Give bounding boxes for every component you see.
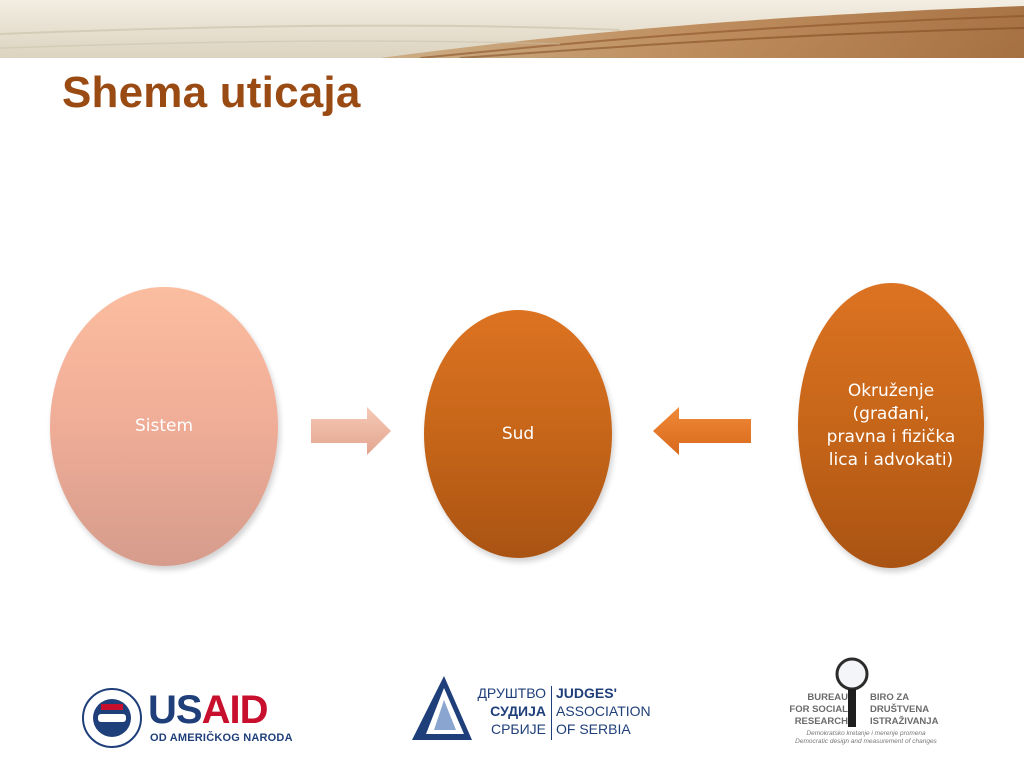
node-okruzenje-label: Okruženje (građani, pravna i fizička lic…	[826, 380, 956, 470]
bureau-tagline: Demokratsko kretanje i merenje promena D…	[795, 730, 937, 745]
judges-triangle-icon	[412, 676, 472, 740]
bureau-name-en: BUREAU FOR SOCIAL RESEARCH	[789, 692, 848, 727]
judges-association-logo: ДРУШТВО СУДИЈА СРБИЈЕ JUDGES' ASSOCIATIO…	[410, 674, 651, 744]
node-okruzenje: Okruženje (građani, pravna i fizička lic…	[798, 283, 984, 568]
judges-divider	[551, 686, 552, 740]
slide-title: Shema uticaja	[62, 68, 361, 117]
usaid-logo: USAID OD AMERIČKOG NARODA	[82, 686, 294, 748]
arrow-right-icon	[311, 407, 391, 455]
usaid-wordmark: USAID	[148, 688, 268, 732]
usaid-subtitle: OD AMERIČKOG NARODA	[150, 732, 293, 744]
node-sud: Sud	[424, 310, 612, 558]
header-banner	[0, 0, 1024, 58]
bureau-logo: BUREAU FOR SOCIAL RESEARCH BIRO ZA DRUŠT…	[776, 656, 956, 750]
judges-latin-name: JUDGES' ASSOCIATION OF SERBIA	[556, 685, 651, 737]
node-sistem-label: Sistem	[134, 416, 194, 436]
bureau-name-sr: BIRO ZA DRUŠTVENA ISTRAŽIVANJA	[870, 692, 939, 727]
magnifier-icon	[835, 657, 869, 727]
node-sistem: Sistem	[50, 287, 278, 566]
book-pages-image	[0, 0, 1024, 58]
arrow-left-icon	[653, 407, 751, 455]
usaid-seal-icon	[82, 688, 142, 748]
judges-cyrillic-name: ДРУШТВО СУДИЈА СРБИЈЕ	[477, 685, 546, 737]
node-sud-label: Sud	[501, 423, 535, 444]
